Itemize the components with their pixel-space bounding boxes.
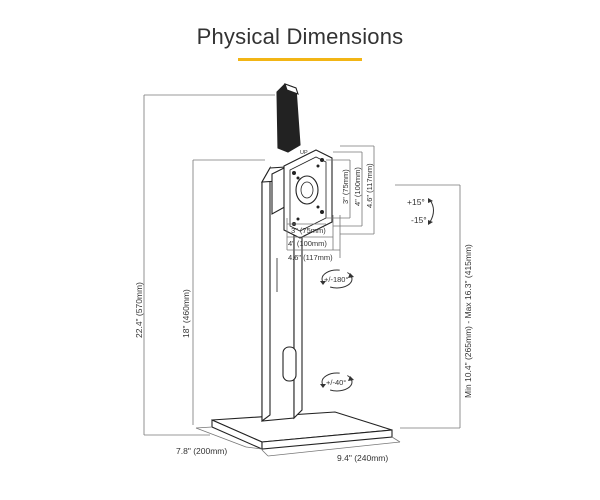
total-height-dimension xyxy=(143,94,275,436)
tilt-arrow-icon xyxy=(429,199,434,223)
base-width-dimension xyxy=(261,436,401,457)
vesa-mounting-plate: UP xyxy=(283,149,333,239)
height-range-label: Min 10.4" (265mm) - Max 16.3" (415mm) xyxy=(463,244,473,398)
vesa-v-117-label: 4.6" (117mm) xyxy=(365,163,374,208)
vesa-h-117-label: 4.6" (117mm) xyxy=(288,253,333,262)
total-height-label: 22.4" (570mm) xyxy=(134,282,144,338)
swivel-indicator: +/-40° xyxy=(320,372,354,392)
vesa-v-100-label: 4" (100mm) xyxy=(353,167,362,206)
vesa-up-marker: UP xyxy=(300,150,308,156)
vesa-h-75-label: 3" (75mm) xyxy=(291,226,326,235)
vesa-v-75-label: 3" (75mm) xyxy=(341,169,350,204)
rotation-indicator: +/-180° xyxy=(320,269,354,289)
height-range-dimension xyxy=(395,184,461,429)
tilt-down-label: -15° xyxy=(411,215,427,225)
base-width-label: 9.4" (240mm) xyxy=(337,453,388,463)
swivel-arrow-icon xyxy=(321,372,353,392)
page-title: Physical Dimensions xyxy=(196,24,404,49)
tilt-up-label: +15° xyxy=(407,197,425,207)
vesa-horizontal-dimensions xyxy=(286,215,341,258)
title-underline xyxy=(238,58,362,61)
base-depth-label: 7.8" (200mm) xyxy=(176,446,227,456)
swivel-label: +/-40° xyxy=(326,378,346,387)
pole-height-label: 18" (460mm) xyxy=(181,289,191,338)
rotation-arrow-icon xyxy=(321,269,353,289)
vesa-h-100-label: 4" (100mm) xyxy=(288,239,327,248)
stand-base xyxy=(211,411,393,450)
tilt-indicator: +15° -15° xyxy=(407,197,434,225)
vesa-vertical-dimensions xyxy=(326,145,375,235)
rotation-label: +/-180° xyxy=(324,275,348,284)
pole-height-dimension xyxy=(192,159,265,425)
base-depth-dimension xyxy=(195,426,263,450)
